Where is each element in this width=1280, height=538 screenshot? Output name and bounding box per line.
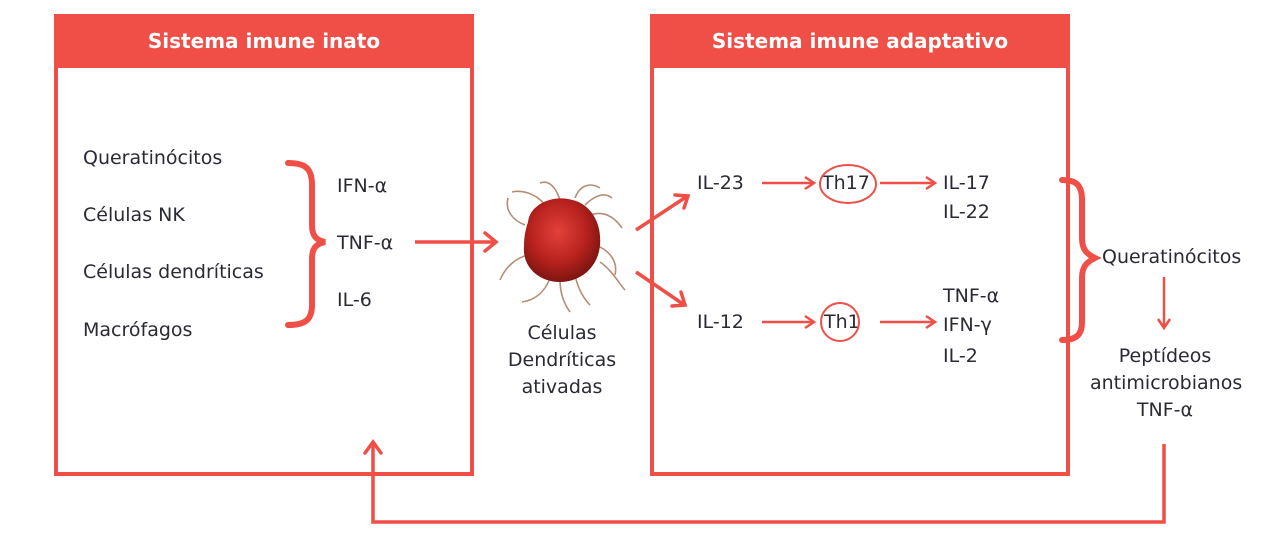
arrow-tnf-to-dendritic [415, 231, 499, 253]
innate-cell-dendritic: Células dendríticas [83, 261, 264, 283]
effect-product-line3: TNF-α [1136, 399, 1194, 421]
dendritic-cell-icon [499, 181, 626, 313]
th17-circle [819, 164, 877, 204]
adaptive-output-il22: IL-22 [943, 201, 990, 223]
arrow-il12-to-th1 [762, 314, 817, 330]
arrow-th1-to-outputs [880, 314, 938, 330]
adaptive-output-il17: IL-17 [943, 172, 990, 194]
innate-cytokine-ifn-alpha: IFN-α [337, 175, 388, 197]
effect-product-line1: Peptídeos [1118, 345, 1212, 367]
innate-cytokine-tnf-alpha: TNF-α [337, 232, 394, 254]
adaptive-cell-th17: Th17 [822, 172, 870, 194]
adaptive-input-il12: IL-12 [697, 311, 744, 333]
arrow-th17-to-outputs [880, 175, 938, 191]
innate-brace [285, 160, 326, 328]
adaptive-output-ifn-gamma: IFN-γ [943, 314, 992, 336]
adaptive-immune-title: Sistema imune adaptativo [650, 14, 1070, 68]
arrow-il23-to-th17 [762, 175, 817, 191]
activated-dendritic-cells-label: Células Dendríticas ativadas [492, 320, 632, 401]
effect-products-label: Peptídeos antimicrobianos TNF-α [1090, 343, 1243, 424]
adaptive-input-il23: IL-23 [697, 172, 744, 194]
innate-cell-macrophages: Macrófagos [83, 319, 193, 341]
dendritic-label-line2: Dendríticas [507, 349, 617, 371]
adaptive-immune-box: Sistema imune adaptativo [650, 14, 1070, 476]
innate-immune-title: Sistema imune inato [54, 14, 474, 68]
arrow-dendritic-to-il12 [635, 270, 688, 308]
dendritic-label-line1: Células [527, 322, 597, 344]
feedback-loop-arrow [363, 439, 1166, 524]
adaptive-brace [1059, 177, 1102, 343]
innate-cytokine-il6: IL-6 [337, 289, 372, 311]
dendritic-label-line3: ativadas [521, 376, 603, 398]
adaptive-output-il2: IL-2 [943, 345, 978, 367]
arrow-dendritic-to-il23 [635, 193, 691, 232]
arrow-keratinocytes-to-peptides [1156, 277, 1172, 331]
innate-immune-box: Sistema imune inato [54, 14, 474, 476]
adaptive-cell-th1: Th1 [824, 311, 860, 333]
innate-cell-keratinocytes: Queratinócitos [83, 147, 223, 169]
effect-target-keratinocytes: Queratinócitos [1102, 246, 1242, 268]
innate-cell-nk: Células NK [83, 204, 185, 226]
adaptive-output-tnf-alpha: TNF-α [943, 285, 1000, 307]
th1-circle [820, 302, 860, 342]
effect-product-line2: antimicrobianos [1090, 372, 1243, 394]
